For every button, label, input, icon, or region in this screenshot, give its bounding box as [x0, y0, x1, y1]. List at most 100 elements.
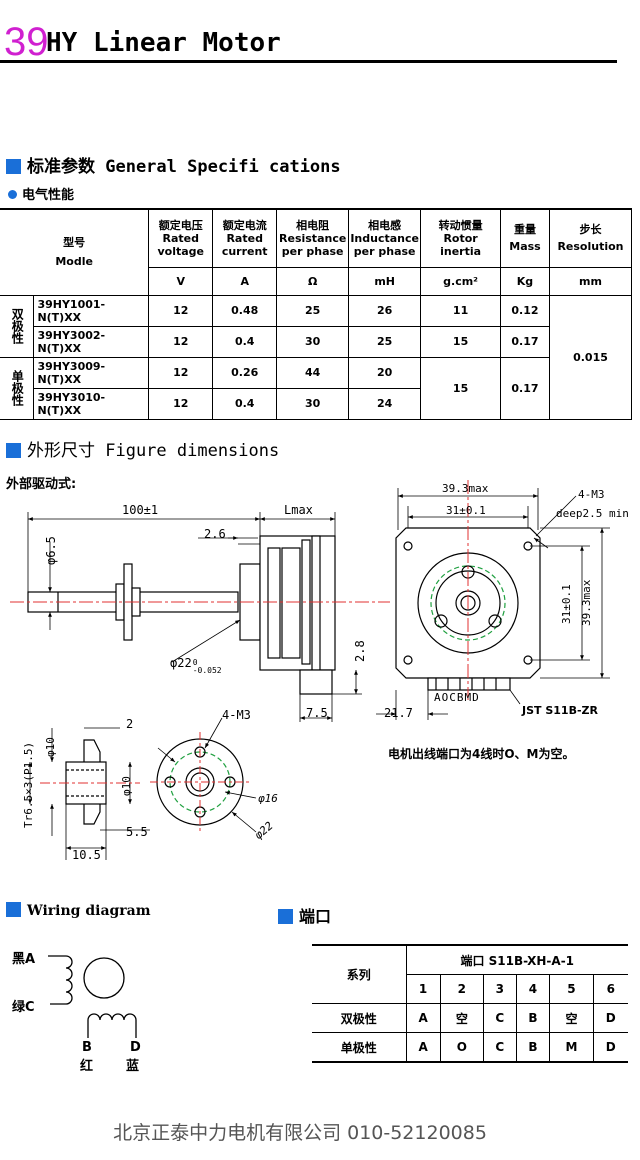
pin-cell: D	[592, 1003, 628, 1033]
dim-deep: deep2.5 min	[556, 507, 629, 520]
dim-4-m3-flange: 4-M3	[222, 708, 251, 722]
model-cell: 39HY3010-N(T)XX	[33, 387, 150, 420]
current-cell: 0.4	[212, 325, 278, 358]
dim-39-3-side: 39.3max	[580, 579, 593, 626]
page-title: HY Linear Motor	[46, 28, 281, 58]
tol-upper: 0	[192, 658, 198, 667]
current-cell: 0.26	[212, 356, 278, 389]
unit-inertia: g.cm²	[420, 266, 502, 296]
row-label: 双极性	[312, 1003, 407, 1033]
pin-number: 6	[592, 974, 628, 1004]
voltage-cell: 12	[148, 294, 214, 327]
side-view	[27, 512, 362, 722]
wiring-heading: Wiring diagram	[6, 902, 151, 919]
table-row: 双极性 39HY1001-N(T)XX 12 0.48 25 26 11 0.1…	[0, 294, 633, 420]
pin-cell: A	[405, 1032, 441, 1063]
section-spec-heading: 标准参数 General Specifi cations	[6, 152, 341, 177]
wire-blue: 蓝	[126, 1059, 140, 1074]
model-en: Modle	[55, 255, 93, 269]
pin-number: 2	[439, 974, 484, 1004]
wire-red: 红	[80, 1059, 94, 1074]
section-dims-heading: 外形尺寸 Figure dimensions	[6, 436, 279, 461]
dim-lmax: Lmax	[284, 503, 313, 517]
dim-7-5: 7.5	[306, 706, 328, 720]
front-view	[376, 488, 610, 720]
resistance-cell: 30	[276, 387, 350, 420]
header-rule	[0, 60, 617, 63]
voltage-cell: 12	[148, 387, 214, 420]
square-bullet-icon	[6, 159, 21, 174]
dim-100: 100±1	[122, 503, 159, 517]
wire-green-c: 绿C	[12, 1000, 35, 1015]
square-bullet-icon	[6, 902, 21, 917]
pin-number: 1	[405, 974, 441, 1004]
connector-pins: AOCBMD	[434, 691, 480, 704]
inertia-cell: 15	[420, 325, 502, 358]
port-heading: 端口	[278, 903, 331, 927]
electrical-heading: 电气性能	[8, 184, 74, 203]
wire-d: D	[130, 1040, 141, 1055]
dim-4-m3: 4-M3	[578, 488, 605, 501]
header-number: 39	[4, 20, 49, 64]
table-row: 双极性 A 空 C B 空 D	[312, 1003, 628, 1033]
wire-b: B	[82, 1040, 92, 1055]
resistance-cell: 25	[276, 294, 350, 327]
flange-detail	[156, 717, 257, 833]
phi22-value: φ22	[170, 656, 192, 670]
section-spec-title: 标准参数 General Specifi cations	[27, 157, 341, 177]
dim-phi-10-b: φ10	[120, 776, 133, 796]
current-cell: 0.4	[212, 387, 278, 420]
pin-cell: O	[439, 1032, 484, 1063]
row-label: 单极性	[312, 1032, 407, 1063]
dim-2-8: 2.8	[353, 640, 367, 662]
series-header: 系列	[312, 944, 407, 1004]
square-bullet-icon	[6, 443, 21, 458]
dim-21-7: 21.7	[384, 706, 413, 720]
dim-phi-16: φ16	[258, 792, 278, 805]
dim-31-side: 31±0.1	[560, 584, 573, 624]
pin-cell: C	[482, 1003, 517, 1033]
dim-phi-10-a: φ10	[44, 737, 57, 757]
pin-number: 4	[515, 974, 551, 1004]
dim-2-6: 2.6	[204, 527, 226, 541]
table-row: 单极性 A O C B M D	[312, 1032, 628, 1063]
unit-resolution: mm	[548, 266, 633, 296]
model-cell: 39HY1001-N(T)XX	[33, 294, 150, 327]
external-drive-label: 外部驱动式:	[6, 477, 77, 492]
port-header: 端口 S11B-XH-A-1	[405, 944, 628, 975]
wiring-title: Wiring diagram	[27, 903, 151, 919]
dim-39-3-top: 39.3max	[442, 482, 489, 495]
section-dims-title: 外形尺寸 Figure dimensions	[27, 441, 280, 461]
circle-bullet-icon	[8, 190, 17, 199]
pin-cell: C	[482, 1032, 517, 1063]
pin-cell: 空	[549, 1003, 594, 1033]
pin-cell: B	[515, 1003, 551, 1033]
model-cn: 型号	[63, 236, 86, 250]
unit-resistance: Ω	[276, 266, 350, 296]
port-table: 系列 端口 S11B-XH-A-1 1 2 3 4 5 6 双极性 A 空 C …	[312, 944, 628, 1063]
table-row: 单极性 39HY3009-N(T)XX 12 0.26 44 20 15 0.1…	[0, 356, 632, 420]
port-note: 电机出线端口为4线时O、M为空。	[388, 747, 575, 761]
inductance-cell: 25	[348, 325, 422, 358]
pin-cell: D	[592, 1032, 628, 1063]
dim-thread: Tr6.5×3(P1.5)	[22, 741, 35, 828]
square-bullet-icon	[278, 909, 293, 924]
wiring-diagram	[48, 955, 137, 1038]
dim-5-5: 5.5	[126, 825, 148, 839]
pin-number: 3	[482, 974, 517, 1004]
pin-cell: B	[515, 1032, 551, 1063]
resolution-cell: 0.015	[548, 294, 633, 420]
pin-cell: M	[549, 1032, 594, 1063]
dim-10-5: 10.5	[72, 848, 101, 862]
tol-lower: -0.052	[192, 666, 222, 675]
dim-2: 2	[126, 717, 134, 731]
pin-number: 5	[549, 974, 594, 1004]
mass-cell: 0.17	[500, 356, 550, 420]
wire-black-a: 黑A	[12, 952, 36, 967]
